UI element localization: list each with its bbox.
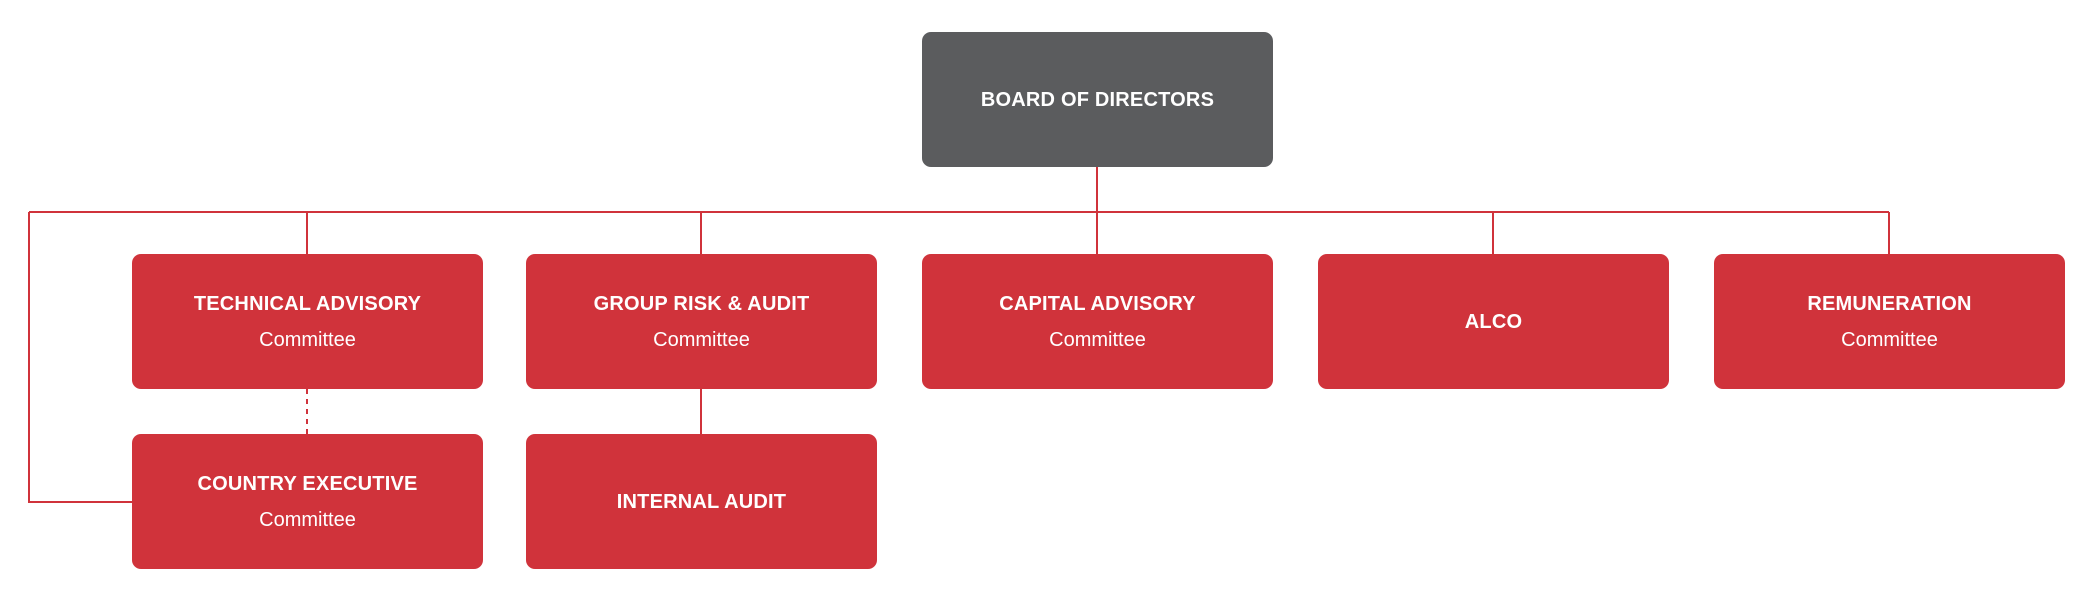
capital-advisory-box: CAPITAL ADVISORY Committee — [922, 254, 1273, 389]
country-executive-title: COUNTRY EXECUTIVE — [197, 472, 418, 495]
remuneration-subtitle: Committee — [1841, 328, 1938, 351]
alco-box: ALCO — [1318, 254, 1669, 389]
alco-title: ALCO — [1464, 310, 1523, 333]
country-executive-subtitle: Committee — [259, 508, 356, 531]
remuneration-title: REMUNERATION — [1807, 292, 1972, 315]
technical-advisory-box: TECHNICAL ADVISORY Committee — [132, 254, 483, 389]
capital-advisory-subtitle: Committee — [1049, 328, 1146, 351]
internal-audit-title: INTERNAL AUDIT — [616, 490, 787, 513]
technical-advisory-subtitle: Committee — [259, 328, 356, 351]
technical-advisory-title: TECHNICAL ADVISORY — [193, 292, 422, 315]
country-executive-box: COUNTRY EXECUTIVE Committee — [132, 434, 483, 569]
capital-advisory-title: CAPITAL ADVISORY — [999, 292, 1196, 315]
remuneration-box: REMUNERATION Committee — [1714, 254, 2065, 389]
link-board-country-executive — [28, 212, 132, 503]
group-risk-audit-box: GROUP RISK & AUDIT Committee — [526, 254, 877, 389]
board-of-directors-title: BOARD OF DIRECTORS — [980, 88, 1215, 111]
group-risk-audit-subtitle: Committee — [653, 328, 750, 351]
board-of-directors-box: BOARD OF DIRECTORS — [922, 32, 1273, 167]
internal-audit-box: INTERNAL AUDIT — [526, 434, 877, 569]
group-risk-audit-title: GROUP RISK & AUDIT — [593, 292, 810, 315]
